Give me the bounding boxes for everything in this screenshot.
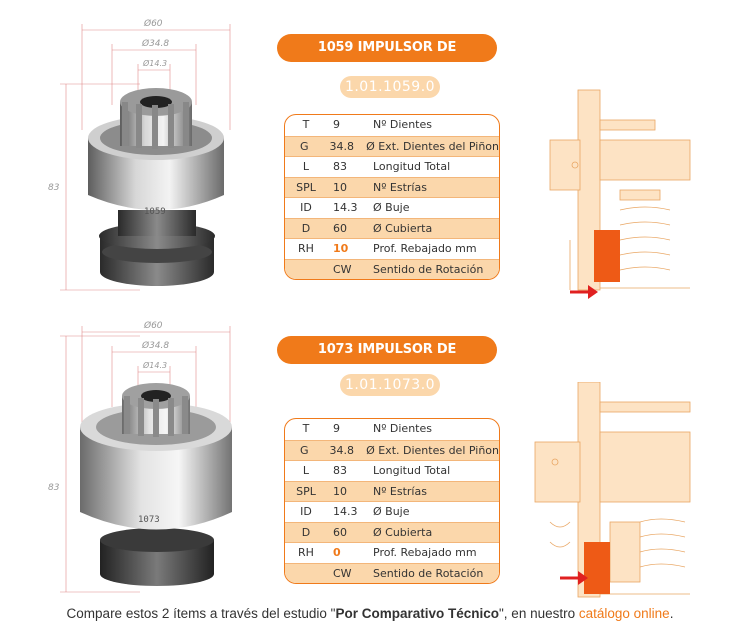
footer-suffix: . [669, 606, 674, 621]
spec-desc: Longitud Total [373, 464, 451, 477]
spec-code [285, 260, 327, 280]
spec-row-RH: RH 10 Prof. Rebajado mm [285, 238, 499, 259]
spec-value: CW [333, 566, 352, 580]
arrow-icon [560, 571, 588, 585]
recess-highlight [594, 230, 620, 282]
spec-code [285, 564, 327, 584]
spec-code: SPL [296, 180, 316, 194]
dim-outer-label: Ø60 [143, 320, 163, 331]
starter-drive-photo: Ø60 Ø34.8 Ø14.3 83 [48, 18, 231, 291]
spec-value: 34.8 [329, 139, 354, 153]
spec-desc: Nº Dientes [373, 118, 432, 131]
spec-value: 10 [333, 242, 349, 255]
spec-code: ID [300, 505, 312, 518]
spec-code: D [301, 221, 311, 235]
product-title: 1059 IMPULSOR DE ARRANQUE [277, 34, 497, 83]
spec-value: 34.8 [329, 443, 354, 457]
spec-table: T 9 Nº Dientes G 34.8 Ø Ext. Dientes del… [284, 418, 500, 584]
spec-value: 0 [333, 546, 341, 559]
spec-desc: Prof. Rebajado mm [373, 546, 477, 559]
spec-row-G: G 34.8 Ø Ext. Dientes del Piñon [285, 135, 499, 156]
spec-desc: Ø Buje [373, 201, 410, 214]
dim-inner-label: Ø14.3 [142, 360, 167, 370]
footer-prefix: Compare estos 2 ítems a través del estud… [66, 606, 336, 621]
spec-desc: Ø Ext. Dientes del Piñon [366, 443, 499, 457]
spec-code: RH [298, 546, 314, 559]
dim-mid-label: Ø34.8 [141, 38, 169, 49]
recess-highlight [584, 542, 610, 594]
spec-code: RH [298, 242, 314, 255]
spec-row-L: L 83 Longitud Total [285, 156, 499, 177]
spec-value: CW [333, 262, 352, 276]
cross-section-drawing [534, 382, 691, 598]
spec-code: G [299, 443, 309, 457]
dim-inner-label: Ø14.3 [142, 58, 167, 68]
spec-desc: Ø Buje [373, 505, 410, 518]
cross-section-drawing [549, 89, 691, 299]
spec-row-ID: ID 14.3 Ø Buje [285, 197, 499, 218]
spec-value: 83 [333, 160, 347, 173]
dim-height-label: 83 [48, 183, 60, 193]
spec-code: L [302, 160, 310, 173]
product-card-1059: Ø60 Ø34.8 Ø14.3 83 [0, 10, 740, 310]
spec-row-RH: RH 0 Prof. Rebajado mm [285, 542, 499, 563]
spec-value: 9 [333, 422, 340, 435]
spec-desc: Sentido de Rotación [373, 262, 484, 276]
spec-row-rotation: CW Sentido de Rotación [285, 258, 499, 280]
spec-desc: Nº Estrías [373, 180, 427, 194]
spec-code: ID [300, 201, 312, 214]
spec-row-SPL: SPL 10 Nº Estrías [285, 480, 499, 501]
spec-value: 83 [333, 464, 347, 477]
spec-value: 14.3 [333, 201, 358, 214]
spec-code: L [302, 464, 310, 477]
dim-outer-label: Ø60 [143, 18, 163, 29]
spec-row-rotation: CW Sentido de Rotación [285, 562, 499, 584]
dim-mid-label: Ø34.8 [141, 340, 169, 351]
spec-value: 60 [333, 221, 347, 235]
spec-row-T: T 9 Nº Dientes [285, 115, 499, 136]
spec-code: T [302, 118, 310, 131]
spec-desc: Prof. Rebajado mm [373, 242, 477, 255]
spec-desc: Sentido de Rotación [373, 566, 484, 580]
spec-value: 10 [333, 180, 347, 194]
spec-desc: Ø Cubierta [373, 525, 433, 539]
arrow-icon [570, 285, 598, 299]
spec-table: T 9 Nº Dientes G 34.8 Ø Ext. Dientes del… [284, 114, 500, 280]
spec-row-G: G 34.8 Ø Ext. Dientes del Piñon [285, 439, 499, 460]
spec-code: T [302, 422, 310, 435]
spec-value: 60 [333, 525, 347, 539]
catalog-link[interactable]: catálogo online [578, 606, 670, 621]
spec-desc: Nº Estrías [373, 484, 427, 498]
spec-row-T: T 9 Nº Dientes [285, 419, 499, 440]
spec-desc: Ø Ext. Dientes del Piñon [366, 139, 499, 153]
starter-drive-photo: Ø60 Ø34.8 Ø14.3 83 [48, 320, 232, 593]
spec-desc: Longitud Total [373, 160, 451, 173]
spec-row-D: D 60 Ø Cubierta [285, 217, 499, 238]
spec-row-D: D 60 Ø Cubierta [285, 521, 499, 542]
spec-value: 9 [333, 118, 340, 131]
product-card-1073: Ø60 Ø34.8 Ø14.3 83 [0, 312, 740, 612]
spec-row-L: L 83 Longitud Total [285, 460, 499, 481]
spec-desc: Nº Dientes [373, 422, 432, 435]
part-marking: 1059 [144, 207, 166, 217]
study-name: Por Comparativo Técnico [335, 606, 500, 621]
product-code: 1.01.1073.0 [340, 374, 440, 396]
product-title: 1073 IMPULSOR DE ARRANQUE [277, 336, 497, 385]
part-marking: 1073 [138, 515, 160, 525]
product-code: 1.01.1059.0 [340, 76, 440, 98]
spec-value: 10 [333, 484, 347, 498]
spec-code: G [299, 139, 309, 153]
dim-height-label: 83 [48, 483, 60, 493]
spec-row-ID: ID 14.3 Ø Buje [285, 501, 499, 522]
spec-code: D [301, 525, 311, 539]
spec-row-SPL: SPL 10 Nº Estrías [285, 176, 499, 197]
comparison-footer: Compare estos 2 ítems a través del estud… [0, 606, 740, 621]
spec-desc: Ø Cubierta [373, 221, 433, 235]
footer-middle: ", en nuestro [499, 606, 579, 621]
spec-code: SPL [296, 484, 316, 498]
spec-value: 14.3 [333, 505, 358, 518]
